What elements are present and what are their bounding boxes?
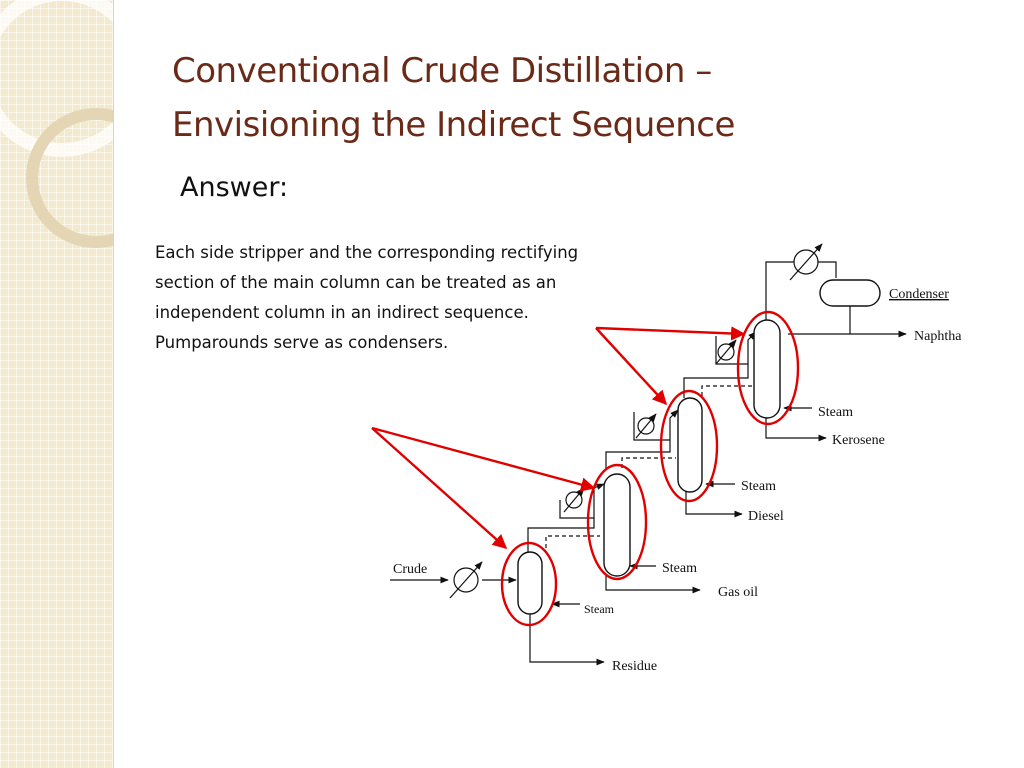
pointer-arrow-column-4 bbox=[595, 326, 746, 341]
kerosene-line bbox=[765, 418, 827, 442]
column2-reflux-line bbox=[621, 457, 676, 468]
pointer-arrow-column-2 bbox=[371, 426, 596, 492]
label-gas-oil: Gas oil bbox=[718, 585, 758, 600]
column-3 bbox=[677, 397, 703, 493]
column3-overhead-line bbox=[683, 331, 757, 398]
title-line-2: Envisioning the Indirect Sequence bbox=[172, 105, 735, 145]
label-kerosene: Kerosene bbox=[832, 433, 885, 448]
condenser-drum bbox=[819, 279, 881, 307]
body-paragraph: Each side stripper and the corresponding… bbox=[155, 243, 579, 352]
process-lines bbox=[390, 261, 907, 666]
column1-overhead-line bbox=[527, 483, 605, 552]
highlight-column-2 bbox=[586, 463, 648, 581]
pumparound-exchanger-2 bbox=[635, 413, 657, 439]
label-steam-3: Steam bbox=[662, 561, 697, 576]
decorative-side-band bbox=[0, 0, 114, 768]
condenser-exchanger bbox=[789, 243, 823, 281]
pumparound-1-line bbox=[559, 500, 594, 519]
column-4 bbox=[753, 319, 781, 419]
crude-heater-symbol bbox=[449, 561, 483, 599]
pointer-arrow-column-1 bbox=[371, 427, 508, 549]
label-residue: Residue bbox=[612, 659, 657, 674]
label-steam-4: Steam bbox=[584, 602, 615, 616]
column2-overhead-line bbox=[605, 409, 679, 470]
highlight-column-4 bbox=[736, 310, 800, 426]
label-naphtha: Naphtha bbox=[914, 329, 962, 344]
heat-exchangers bbox=[449, 243, 823, 599]
pointer-arrow-column-3 bbox=[595, 327, 667, 406]
gas-oil-line bbox=[605, 576, 701, 594]
pumparound-2-line bbox=[633, 412, 670, 441]
slide-title: Conventional Crude Distillation – Envisi… bbox=[172, 44, 972, 152]
highlight-column-3 bbox=[659, 389, 719, 503]
title-line-1: Conventional Crude Distillation – bbox=[172, 51, 712, 91]
columns bbox=[517, 319, 781, 615]
column-2 bbox=[603, 473, 631, 577]
column3-reflux-line bbox=[701, 385, 756, 396]
label-steam-1: Steam bbox=[818, 405, 853, 420]
label-condenser: Condenser bbox=[889, 287, 949, 302]
pointer-arrows bbox=[371, 326, 746, 549]
column-1 bbox=[517, 551, 543, 615]
column1-reflux-line bbox=[545, 535, 600, 548]
label-crude: Crude bbox=[393, 562, 427, 577]
label-diesel: Diesel bbox=[748, 509, 784, 524]
pumparound-exchanger-3 bbox=[715, 339, 737, 365]
decorative-rings bbox=[0, 0, 113, 248]
pumparound-exchanger-1 bbox=[563, 487, 585, 513]
answer-heading: Answer: bbox=[180, 172, 289, 203]
label-steam-2: Steam bbox=[741, 479, 776, 494]
residue-line bbox=[529, 612, 605, 666]
diesel-line bbox=[685, 492, 743, 518]
highlight-ellipses bbox=[500, 310, 800, 627]
highlight-column-1 bbox=[500, 541, 558, 627]
